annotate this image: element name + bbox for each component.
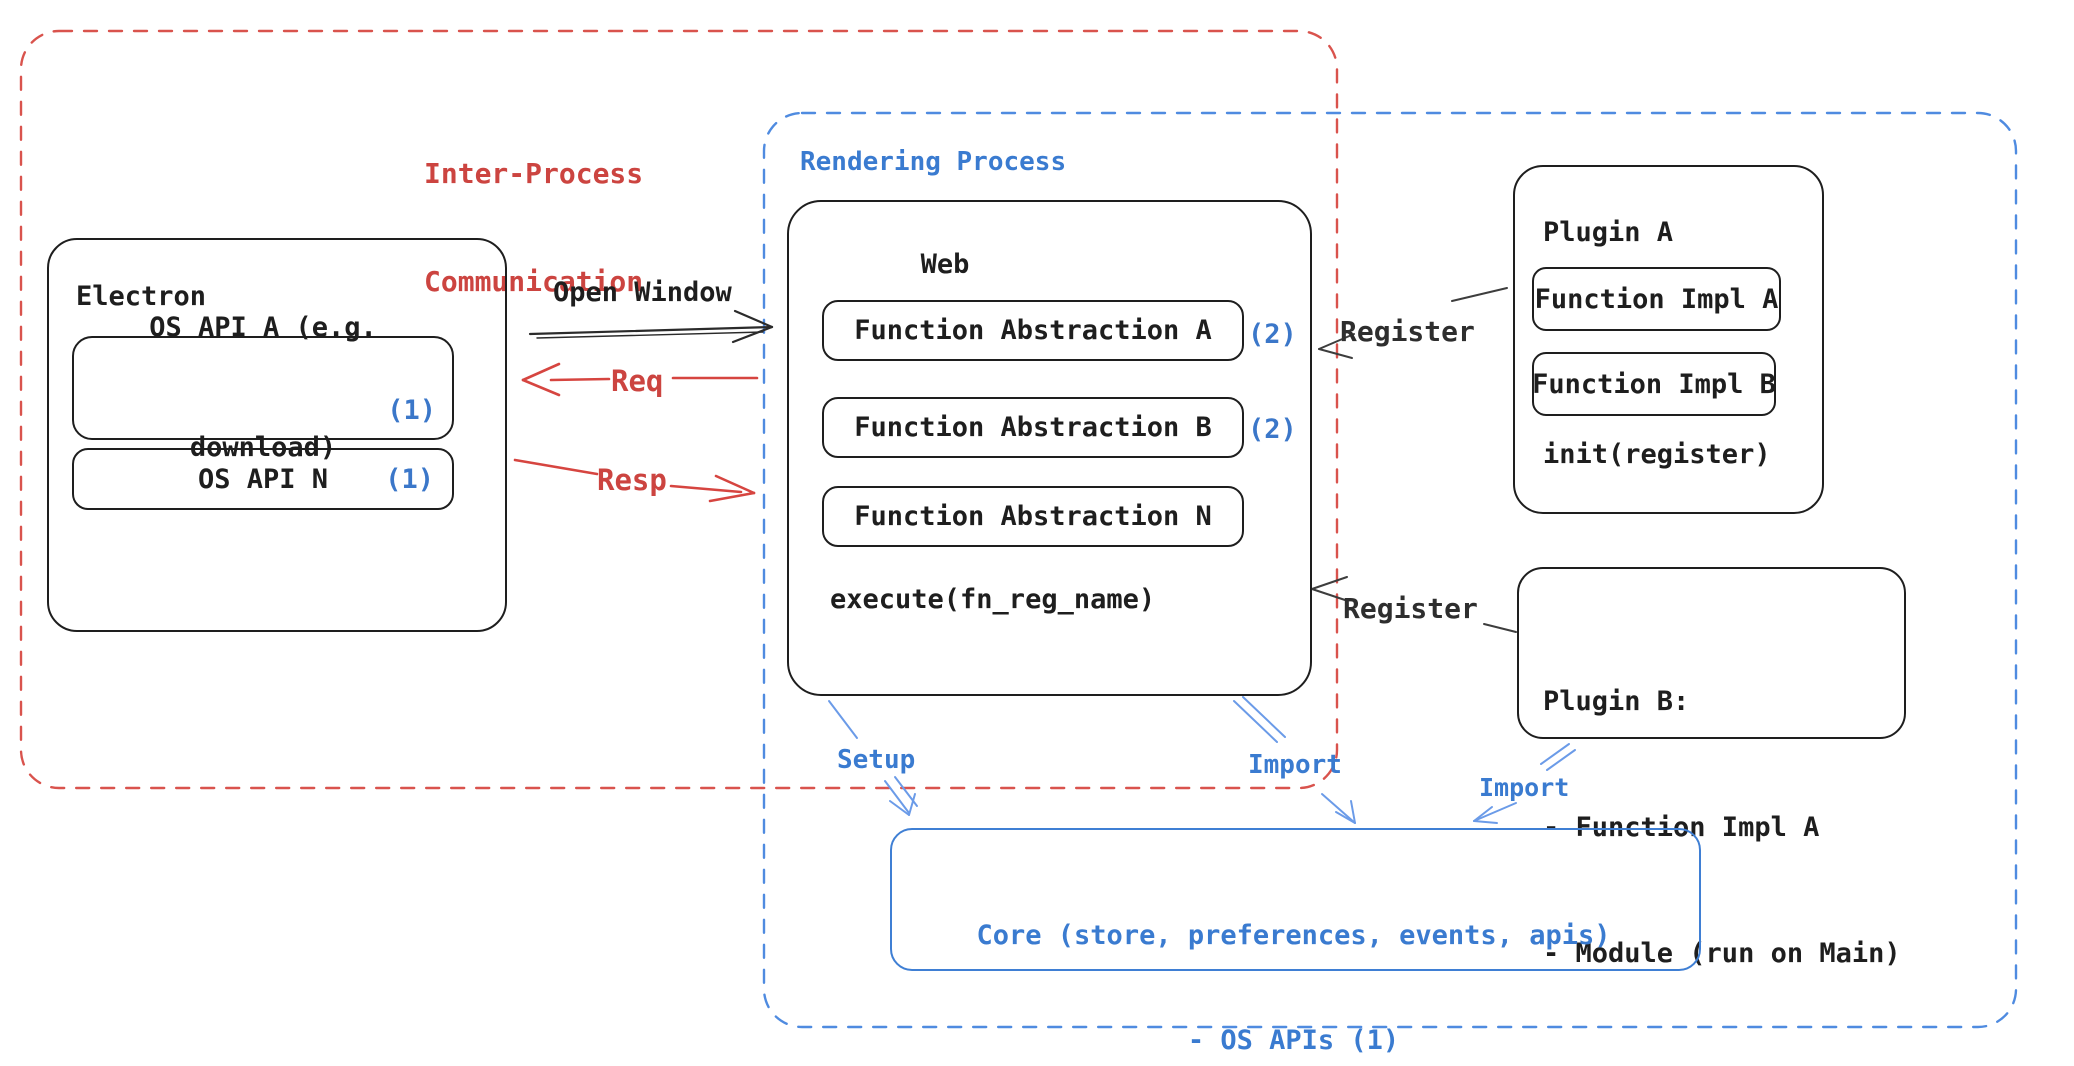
- register-a-arrow: [1318, 287, 1508, 359]
- os-api-a-line2: download): [189, 432, 337, 463]
- open-window-arrow: [528, 309, 774, 344]
- execute-label: execute(fn_reg_name): [830, 584, 1156, 615]
- os-api-n-label: OS API N: [197, 463, 329, 495]
- function-abstraction-b-label: Function Abstraction B: [854, 412, 1212, 443]
- plugin-b-text: Plugin B: - Function Impl A - Module (ru…: [1543, 597, 1901, 1059]
- init-register-label: init(register): [1543, 439, 1771, 470]
- function-impl-b-pill: Function Impl B: [1532, 352, 1776, 416]
- setup-label: Setup: [837, 745, 916, 775]
- function-impl-a-label: Function Impl A: [1534, 283, 1779, 315]
- os-api-a-text: OS API A (e.g. download): [149, 228, 377, 548]
- plugin-b-title: Plugin B:: [1543, 686, 1690, 717]
- core-os-apis-line: - OS APIs (1): [1187, 1025, 1400, 1056]
- import-web-arrow: [1233, 696, 1356, 824]
- import-plugin-label: Import: [1479, 773, 1570, 802]
- os-api-a-pill: OS API A (e.g. download) (1): [72, 312, 454, 463]
- req-label: Req: [611, 364, 664, 398]
- plugin-a-box: [1513, 165, 1824, 514]
- register-b-arrow: [1311, 576, 1517, 633]
- rendering-region-border: [762, 111, 2018, 1029]
- electron-box: [47, 238, 507, 632]
- function-abstraction-b-badge: (2): [1248, 414, 1297, 445]
- os-api-a-badge: (1): [387, 395, 436, 426]
- register-b-label: Register: [1343, 592, 1478, 625]
- ipc-region-title: Inter-Process Communication: [424, 84, 643, 372]
- rendering-region-title: Rendering Process: [800, 147, 1067, 177]
- register-a-label: Register: [1340, 315, 1475, 348]
- os-api-n-badge: (1): [385, 463, 434, 495]
- plugin-a-title: Plugin A: [1543, 217, 1674, 248]
- plugin-b-box: [1517, 567, 1906, 739]
- core-text: Core (store, preferences, events, apis) …: [890, 848, 1697, 1066]
- electron-title: Electron: [76, 281, 207, 312]
- function-impl-b-label: Function Impl B: [1532, 368, 1776, 400]
- setup-arrow: [828, 700, 918, 816]
- function-impl-a-pill: Function Impl A: [1532, 267, 1781, 331]
- resp-label: Resp: [597, 463, 667, 497]
- ipc-title-line2: Communication: [424, 265, 644, 298]
- core-title-line: Core (store, preferences, events, apis): [976, 920, 1611, 951]
- os-api-a-line1: OS API A (e.g.: [149, 312, 377, 343]
- import-web-label: Import: [1248, 750, 1342, 780]
- web-title: Web: [920, 249, 970, 280]
- function-abstraction-a-label: Function Abstraction A: [854, 315, 1212, 346]
- req-arrow: [521, 362, 759, 397]
- web-box: [787, 200, 1312, 696]
- import-plugin-arrow: [1473, 743, 1576, 824]
- core-box: [890, 828, 1701, 971]
- open-window-label: Open Window: [553, 277, 732, 308]
- resp-arrow: [513, 458, 756, 503]
- os-api-n-pill: OS API N (1): [72, 448, 454, 510]
- function-abstraction-n-pill: Function Abstraction N: [822, 486, 1244, 547]
- function-abstraction-a-pill: Function Abstraction A: [822, 300, 1244, 361]
- ipc-region-border: [19, 29, 1339, 790]
- function-abstraction-n-label: Function Abstraction N: [854, 501, 1212, 532]
- function-abstraction-a-badge: (2): [1248, 319, 1297, 350]
- function-abstraction-b-pill: Function Abstraction B: [822, 397, 1244, 458]
- ipc-title-line1: Inter-Process: [424, 157, 644, 190]
